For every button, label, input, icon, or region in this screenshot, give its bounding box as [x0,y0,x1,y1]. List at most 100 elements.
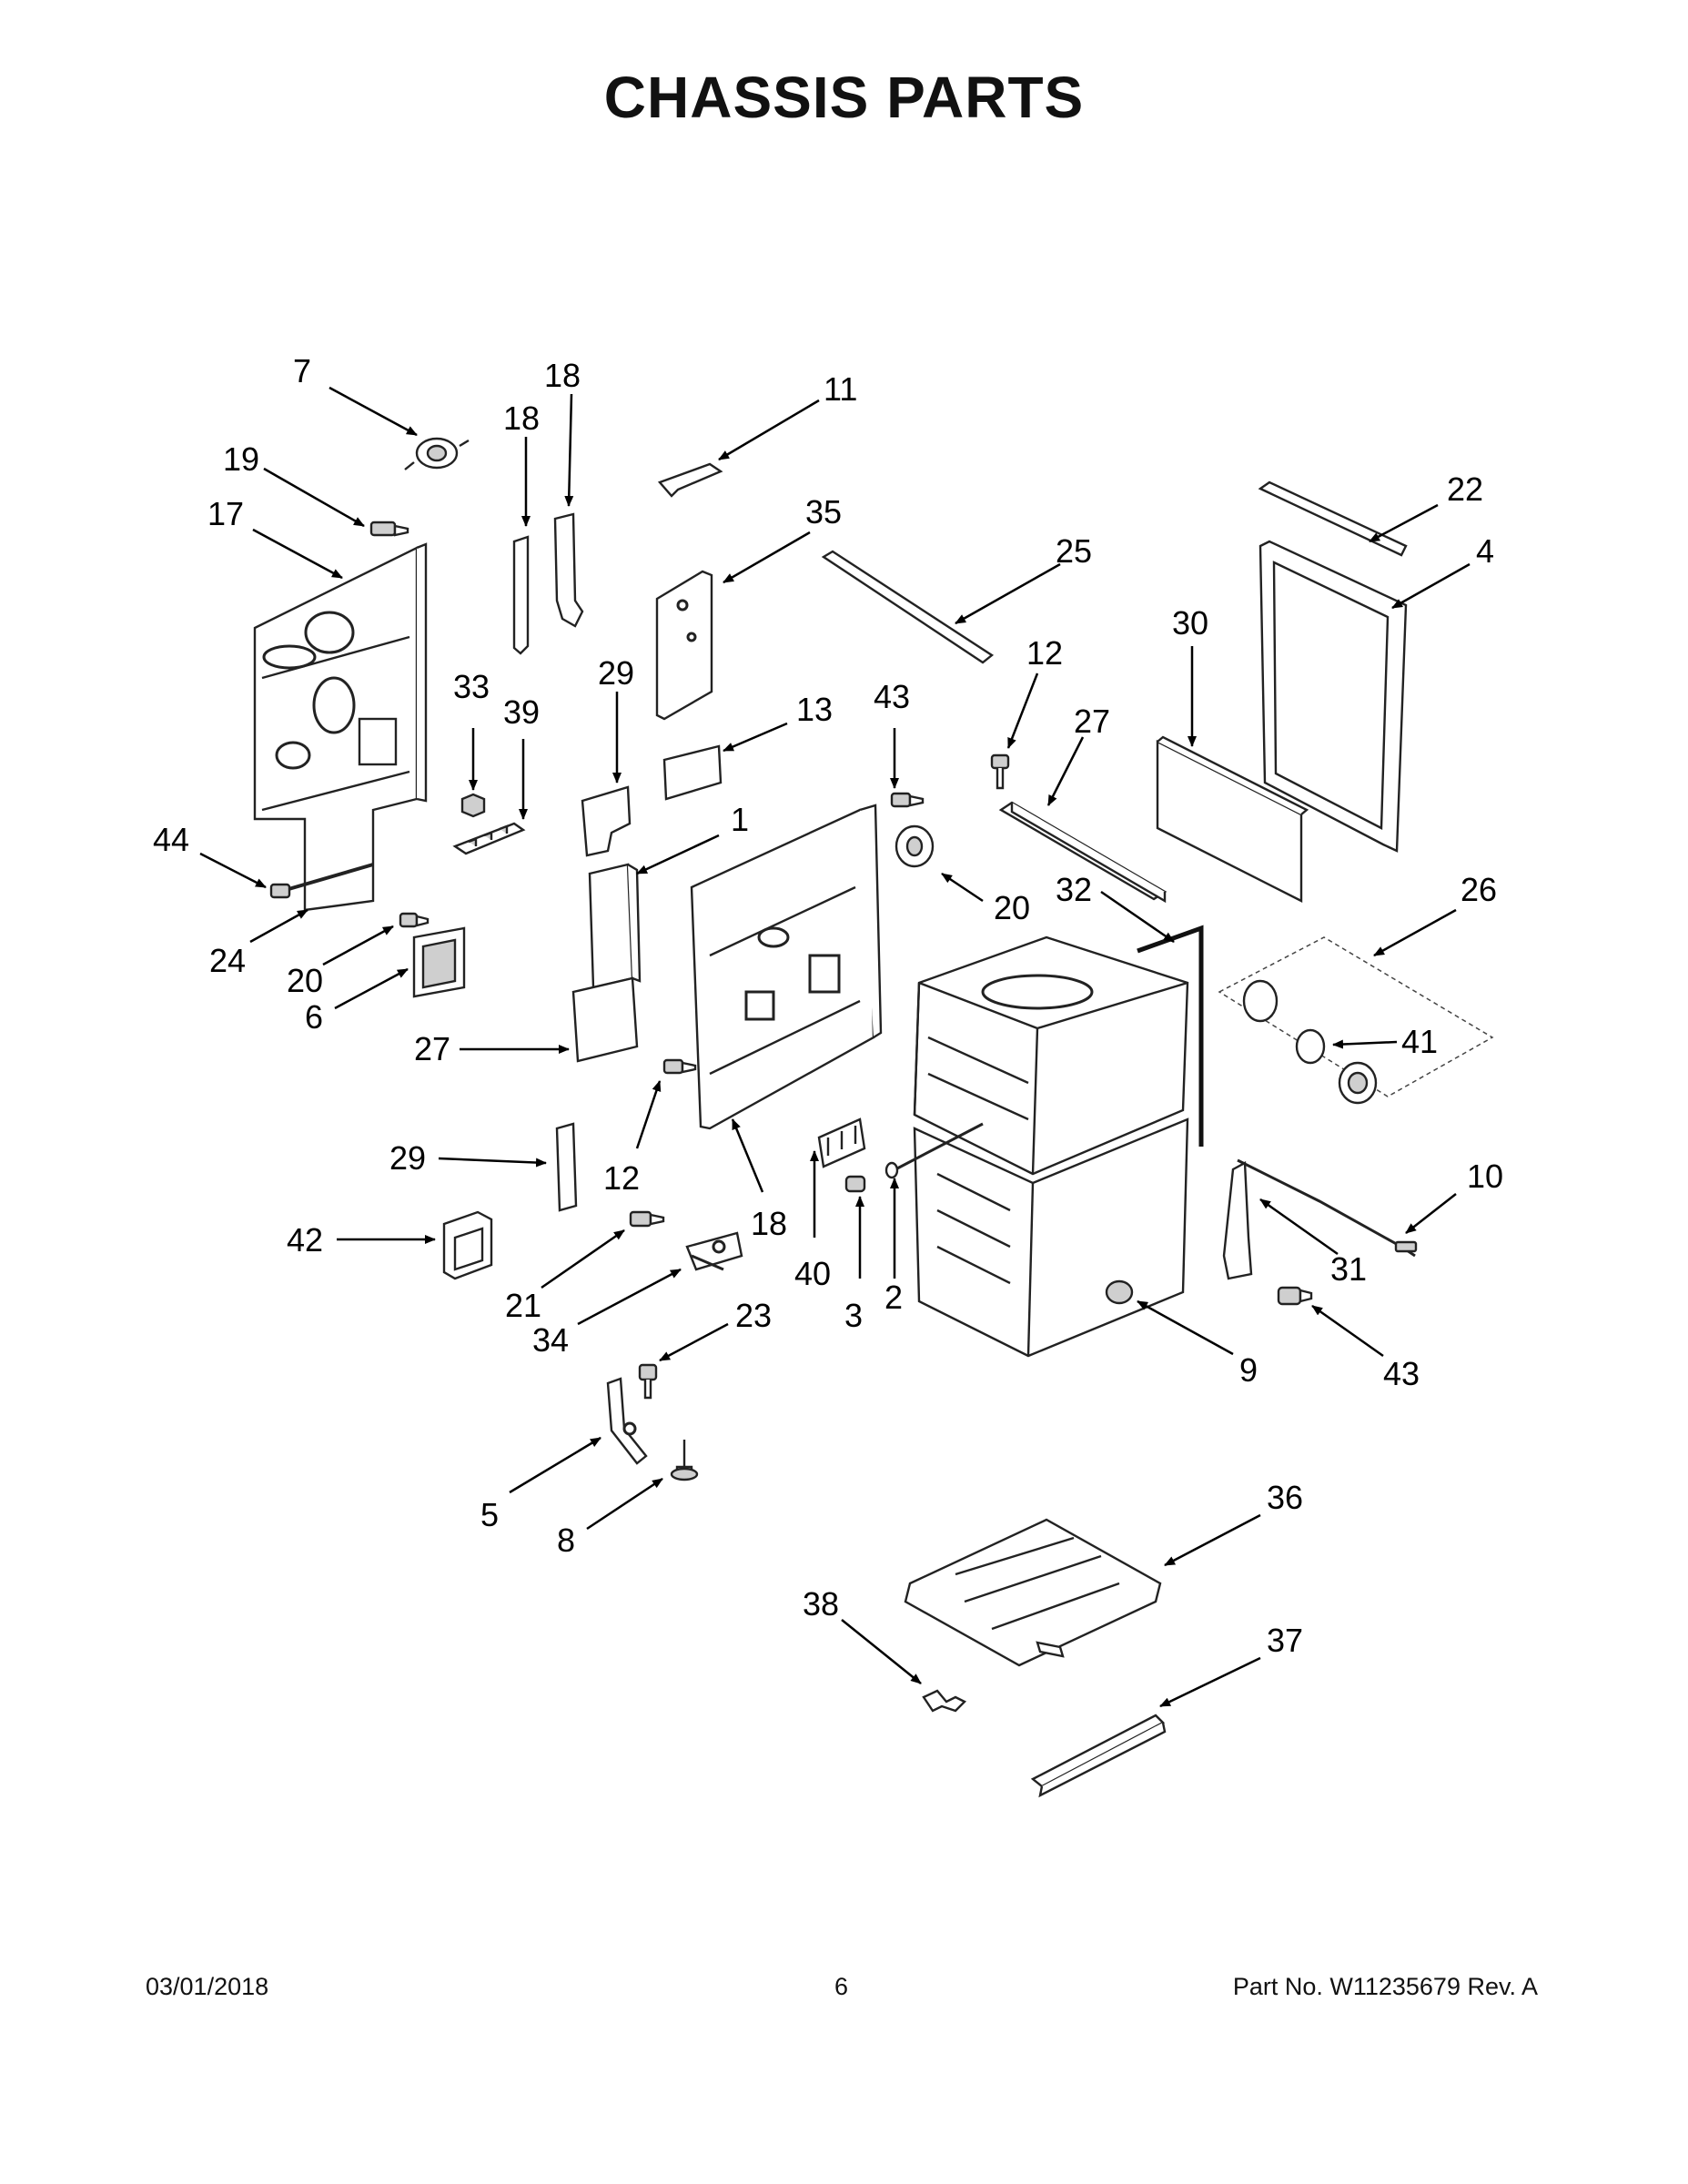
part-24-lamp-assembly [1218,936,1494,1097]
callout-43: 43 [874,678,910,715]
callout-28: 29 [598,654,634,692]
part-36-strip [1030,1714,1167,1798]
part-10-probe [1237,1158,1418,1258]
part-11-bracket [657,462,723,498]
callout-12-a: 12 [1026,634,1063,672]
part-7-thermostat [404,437,470,470]
callout-27: 29 [389,1139,426,1177]
callout-24: 26 [1461,871,1497,908]
part-38-terminal-block [452,822,526,855]
callout-22: 24 [209,942,246,979]
callout-leaders [199,386,1471,1708]
part-17-bracket [512,535,530,655]
callout-32: 33 [453,668,490,705]
callout-7: 7 [293,352,311,389]
part-35-bottom-tray [904,1518,1162,1667]
part-12-screw-a [990,753,1010,790]
callout-21: 23 [735,1297,772,1334]
part-33-bracket [685,1231,743,1271]
footer-date: 03/01/2018 [146,1973,269,2000]
part-25-insulation [571,976,639,1063]
part-20-trim [1258,480,1408,557]
callout-29: 30 [1172,604,1208,642]
callout-31: 32 [1056,871,1092,908]
callout-2: 2 [884,1279,903,1316]
callout-44: 44 [153,821,189,858]
callout-30: 31 [1330,1250,1367,1288]
part-15-hook [553,512,584,628]
callout-36: 37 [1267,1622,1303,1659]
callout-11: 11 [824,370,857,408]
callout-34: 35 [805,493,842,531]
part-3-screw [844,1175,866,1193]
part-27-bracket [555,1122,578,1212]
part-18-screw-a [369,521,409,537]
callout-1: 1 [731,801,749,838]
part-18-screw-c [629,1210,665,1228]
callout-18-a: 19 [223,440,259,478]
callout-39: 40 [794,1255,831,1292]
callout-16: 18 [751,1205,787,1242]
callout-8: 8 [557,1522,575,1559]
callout-18-b: 20 [287,962,323,999]
part-5-bracket [606,1377,648,1465]
callout-15: 18 [544,357,581,394]
callout-numbers: 7 18 18 11 19 17 35 25 22 4 30 12 27 33 … [153,352,1503,1659]
callout-40: 41 [1401,1023,1438,1060]
callout-42: 43 [1383,1355,1420,1392]
callout-5: 5 [480,1496,499,1533]
part-30-bracket [1222,1161,1253,1280]
part-32-nut [460,793,486,818]
callout-41: 42 [287,1221,323,1259]
page-title: CHASSIS PARTS [603,65,1085,130]
part-26-rail [998,801,1167,904]
part-14-back-panel [253,542,428,912]
part-9-foot [1105,1279,1134,1305]
callout-3: 3 [844,1297,863,1334]
part-41-box [442,1210,493,1280]
part-34-panel [655,570,713,721]
footer-part-number: Part No. W11235679 Rev. A [1232,1973,1538,2000]
part-40-lamp [1242,979,1378,1105]
callout-37: 38 [803,1585,839,1623]
footer-page-number: 6 [834,1973,849,2000]
callout-18-c: 21 [505,1287,541,1324]
part-21-screw [638,1363,658,1400]
part-23-bar [821,550,995,664]
callout-12-b: 12 [603,1159,640,1197]
callout-9: 9 [1239,1351,1258,1389]
callout-14: 17 [207,495,244,532]
part-37-clip [922,1689,967,1713]
callout-13: 13 [796,691,833,728]
part-28-bracket [581,785,632,857]
part-18-screw-b [399,912,430,928]
part-6-vent [412,926,466,998]
callout-10: 10 [1467,1158,1503,1195]
callout-19: 20 [994,889,1030,926]
part-43-screw [890,792,925,808]
callout-38: 39 [503,693,540,731]
callout-35: 36 [1267,1479,1303,1516]
part-29-panel [1156,735,1309,903]
callout-26: 27 [1074,703,1110,740]
part-42-screw [1277,1286,1313,1306]
part-12-screw-b [662,1058,697,1075]
part-16-side-panel [690,804,883,1130]
part-19-fan [895,824,935,868]
part-31-oven-cavity [913,925,1204,1358]
callout-6: 6 [305,998,323,1036]
part-39-bracket [817,1117,866,1168]
part-44-wire-harness [269,863,374,899]
part-8-leveling-foot [670,1440,699,1481]
part-13-bracket [662,744,723,801]
callout-20: 22 [1447,470,1483,508]
callout-4: 4 [1476,532,1494,570]
callout-17: 18 [503,399,540,437]
callout-25: 27 [414,1030,450,1067]
part-illustrations [253,437,1494,1798]
callout-23: 25 [1056,532,1092,570]
callout-33: 34 [532,1321,569,1359]
part-1-duct [588,863,642,989]
part-4-door-frame [1258,540,1408,853]
